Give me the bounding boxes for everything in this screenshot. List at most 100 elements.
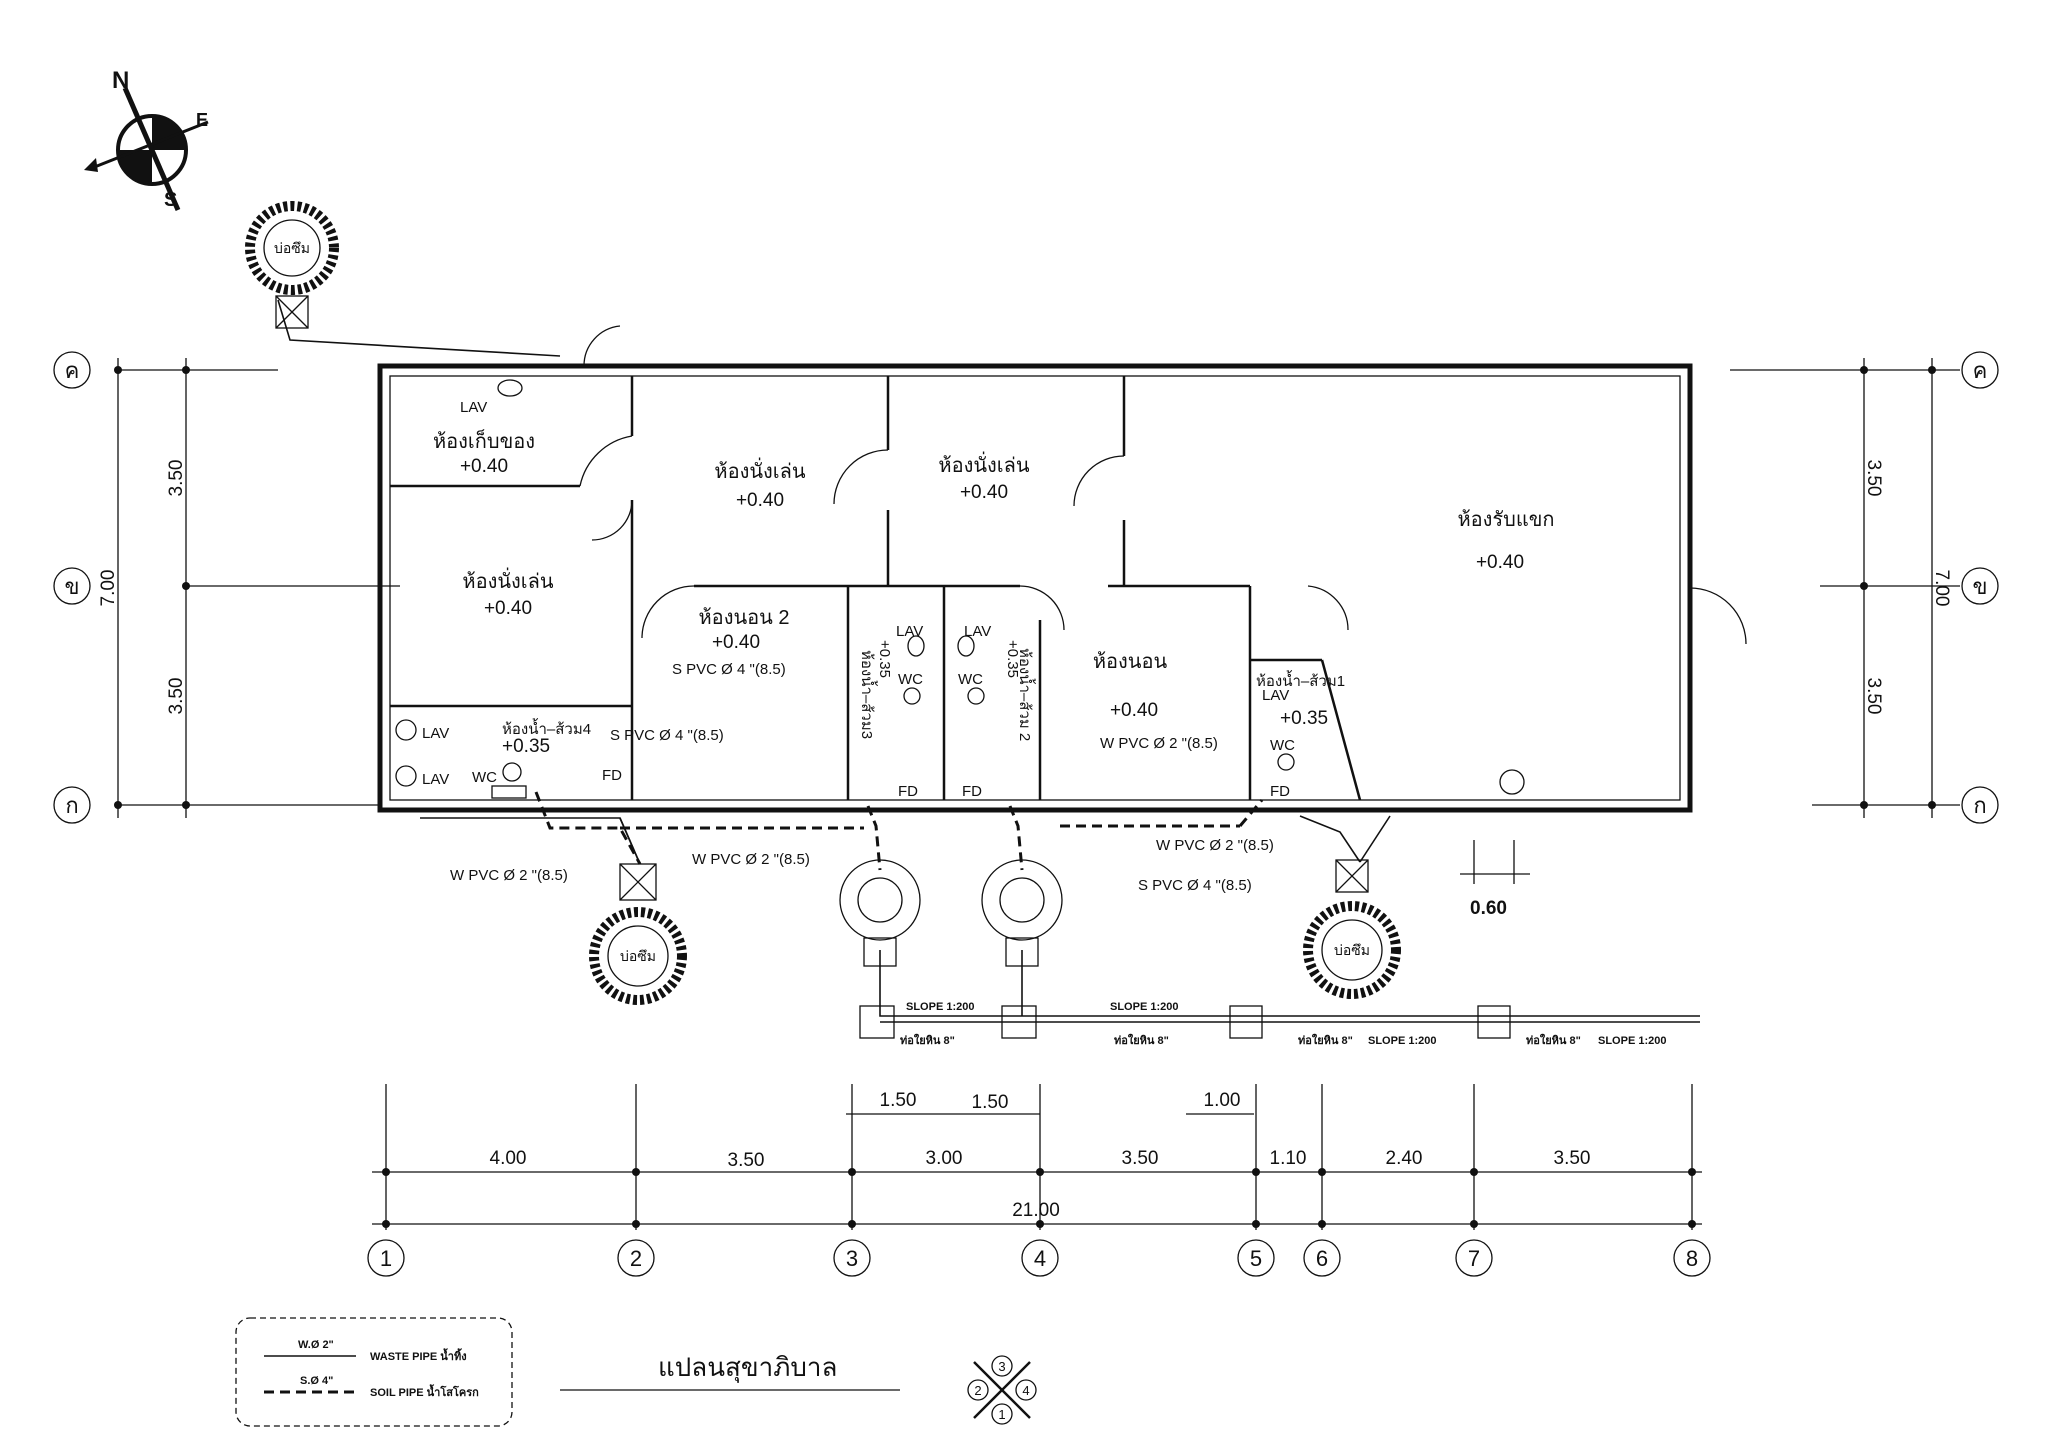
- room-reception: ห้องรับแขก: [1457, 509, 1554, 531]
- row-bubble-top-left: [53, 351, 91, 389]
- slope-label-2: SLOPE 1:200: [1110, 1001, 1178, 1013]
- row-dim-total-right: 7.00: [1931, 570, 1952, 607]
- compass-n: N: [112, 67, 129, 94]
- level-bath-4: +0.35: [502, 736, 550, 757]
- room-bath-2: ห้องน้ำ–ส้วม 2: [1016, 648, 1036, 741]
- legend-waste-label: WASTE PIPE น้ำทิ้ง: [370, 1348, 467, 1363]
- level-play-1: +0.40: [736, 490, 784, 511]
- lav-label-storage: LAV: [460, 399, 487, 416]
- row-dim-upper-right: 3.50: [1863, 460, 1884, 497]
- row-grid-left: ค ข ก 3.50 3.50 7.00: [53, 351, 400, 824]
- view-num-right: 4: [1022, 1383, 1029, 1398]
- level-bed-2: +0.40: [712, 632, 760, 653]
- grid-node: [1688, 1220, 1696, 1228]
- wc-icon: [967, 687, 985, 705]
- wc-label-bath2: WC: [958, 671, 983, 688]
- column-bubble-2: [617, 1239, 655, 1277]
- wc-label-bath4: WC: [472, 769, 497, 786]
- lavatory-icon: [1499, 769, 1525, 795]
- level-bath-1: +0.35: [1280, 708, 1328, 729]
- row-dim-total-left: 7.00: [98, 570, 119, 607]
- col-dim-2: 3.50: [728, 1150, 765, 1171]
- fd-label-bath3: FD: [898, 783, 918, 800]
- room-play-2: ห้องนั่งเล่น: [938, 451, 1029, 477]
- lavatory-icon: [497, 379, 523, 397]
- pipe-size-label-1: ท่อใยหิน 8": [900, 1033, 955, 1047]
- wall-dim-label: 0.60: [1470, 898, 1507, 919]
- column-label-6: 6: [1316, 1246, 1328, 1271]
- pipe-size-label-2: ท่อใยหิน 8": [1114, 1033, 1169, 1047]
- row-label-bot-left: ก: [65, 793, 78, 818]
- sump-top: บ่อซึม: [245, 201, 339, 329]
- room-bath-3: ห้องน้ำ–ส้วม3: [858, 650, 878, 739]
- sump-right: บ่อซึม: [1303, 859, 1401, 999]
- column-bubble-5: [1237, 1239, 1275, 1277]
- lavatory-icon: [395, 719, 417, 741]
- wc-icon: [1277, 753, 1295, 771]
- sub-dim-a: 1.50: [880, 1090, 917, 1111]
- fixtures: LAV LAV LAV WC FD LAV LAV WC WC FD FD LA…: [395, 379, 1525, 800]
- row-grid-right: ค ข ก 3.50 3.50 7.00: [1730, 351, 1999, 824]
- grid-node: [382, 1168, 390, 1176]
- room-bath-4: ห้องน้ำ–ส้วม4: [502, 718, 591, 738]
- column-bubble-7: [1455, 1239, 1493, 1277]
- lav-label-bath1: LAV: [1262, 687, 1289, 704]
- inspection-chamber-icon: [275, 295, 309, 329]
- col-dim-7: 3.50: [1554, 1148, 1591, 1169]
- slope-label-3: SLOPE 1:200: [1368, 1035, 1436, 1047]
- inspection-chamber-icon: [1335, 859, 1369, 893]
- sub-dim-c: 1.00: [1204, 1090, 1241, 1111]
- main-line-labels: SLOPE 1:200 SLOPE 1:200 SLOPE 1:200 SLOP…: [900, 1001, 1666, 1047]
- view-num-left: 2: [974, 1383, 981, 1398]
- level-play-2: +0.40: [960, 482, 1008, 503]
- pipe-network: [277, 299, 1700, 1023]
- row-label-bot-right: ก: [1973, 793, 1986, 818]
- room-bath-1: ห้องน้ำ–ส้วม1: [1256, 670, 1345, 690]
- column-label-7: 7: [1468, 1246, 1480, 1271]
- column-label-4: 4: [1034, 1246, 1046, 1271]
- column-label-2: 2: [630, 1246, 642, 1271]
- room-storage: ห้องเก็บของ: [433, 428, 535, 453]
- grid-node: [1318, 1220, 1326, 1228]
- col-dim-3: 3.00: [926, 1148, 963, 1169]
- soil-pipe-label-3: S PVC Ø 4 "(8.5): [1138, 877, 1252, 894]
- row-label-top-right: ค: [1973, 358, 1988, 383]
- sump-label-1: บ่อซึม: [274, 240, 310, 256]
- sump-left: บ่อซึม: [589, 863, 687, 1005]
- col-dim-5: 1.10: [1270, 1148, 1307, 1169]
- grid-node: [1036, 1220, 1044, 1228]
- row-label-mid-right: ข: [1972, 574, 1987, 599]
- grid-node: [382, 1220, 390, 1228]
- row-bubble-mid-left: [53, 567, 91, 605]
- legend-soil-tag: S.Ø 4": [300, 1375, 333, 1387]
- col-dim-6: 2.40: [1386, 1148, 1423, 1169]
- wall-detail: 0.60: [1460, 840, 1530, 919]
- compass-e: E: [196, 110, 208, 130]
- level-storage: +0.40: [460, 456, 508, 477]
- inspection-chamber-icon: [619, 863, 657, 901]
- room-play-1: ห้องนั่งเล่น: [714, 457, 805, 483]
- view-num-bottom: 1: [998, 1407, 1005, 1422]
- row-dim-lower-right: 3.50: [1863, 678, 1884, 715]
- wc-label-bath1: WC: [1270, 737, 1295, 754]
- legend: W.Ø 2" WASTE PIPE น้ำทิ้ง S.Ø 4" SOIL PI…: [235, 1317, 513, 1427]
- building-walls: [377, 325, 1747, 813]
- room-bed: ห้องนอน: [1093, 651, 1168, 673]
- waste-pipe-label-1: W PVC Ø 2 "(8.5): [1100, 735, 1218, 752]
- col-dim-4: 3.50: [1122, 1148, 1159, 1169]
- view-marker-icon: 3 2 4 1: [967, 1355, 1037, 1425]
- row-bubble-bot-left: [53, 786, 91, 824]
- fd-label-bath1: FD: [1270, 783, 1290, 800]
- total-dim: 21.00: [1012, 1200, 1060, 1221]
- level-bath-2: +0.35: [1004, 640, 1021, 678]
- waste-pipe-label-3: W PVC Ø 2 "(8.5): [692, 851, 810, 868]
- grid-node: [1036, 1168, 1044, 1176]
- column-bubble-8: [1673, 1239, 1711, 1277]
- waste-pipe-label-4: W PVC Ø 2 "(8.5): [450, 867, 568, 884]
- north-arrow-icon: N E S: [84, 67, 209, 211]
- column-bubble-6: [1303, 1239, 1341, 1277]
- septic-tanks: [839, 859, 1511, 1039]
- grid-node: [632, 1168, 640, 1176]
- compass-s: S: [164, 189, 177, 211]
